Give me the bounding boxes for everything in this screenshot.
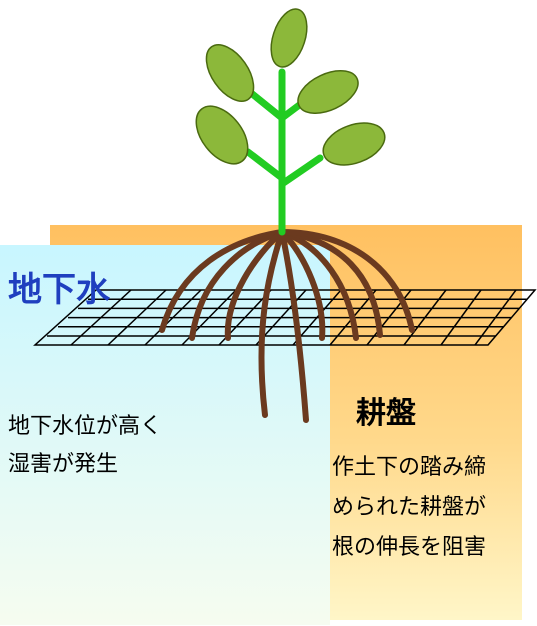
leaf <box>205 44 255 102</box>
leaf <box>297 70 359 114</box>
groundwater-description: 地下水位が高く 湿害が発生 <box>8 408 162 484</box>
description-line: 湿害が発生 <box>8 452 119 477</box>
description-line: 根の伸長を阻害 <box>332 535 487 560</box>
description-line: められた耕盤が <box>332 495 487 520</box>
groundwater-title: 地下水 <box>8 270 110 310</box>
leaf <box>270 8 308 68</box>
description-line: 作土下の踏み締 <box>332 455 487 480</box>
roots <box>159 229 415 423</box>
hardpan-grid <box>33 289 537 346</box>
leaf <box>195 105 249 165</box>
hardpan-description: 作土下の踏み締 められた耕盤が 根の伸長を阻害 <box>332 448 486 568</box>
leaf <box>322 122 386 166</box>
hardpan-title: 耕盤 <box>356 396 416 431</box>
leaves <box>195 8 386 166</box>
description-line: 地下水位が高く <box>8 414 163 439</box>
